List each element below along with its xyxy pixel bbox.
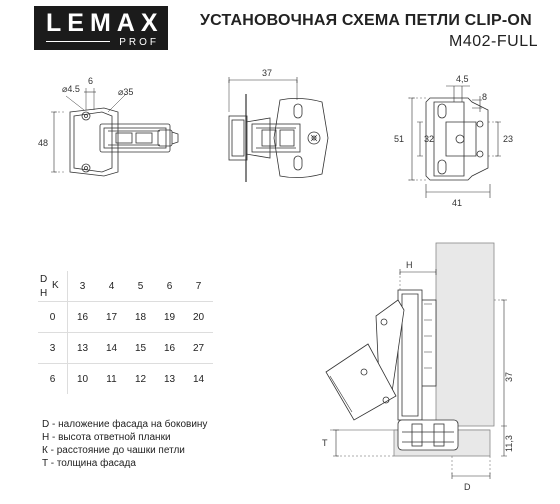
dim-slot-4-5: 4,5 — [456, 74, 469, 84]
table-cell: 11 — [106, 373, 117, 385]
table-cell: 16 — [67, 301, 97, 333]
dim-height-48: 48 — [38, 138, 48, 148]
hinge-top-view — [51, 88, 179, 177]
legend-item: T - толщина фасада — [42, 458, 136, 469]
column-header: 7 — [184, 271, 213, 302]
dim-overlay: D — [464, 482, 471, 492]
dim-11-3: 11,3 — [504, 435, 514, 452]
legend-item: H - высота ответной планки — [42, 432, 171, 443]
dim-plate-height: H — [406, 260, 413, 270]
dim-cup-diameter: ⌀35 — [118, 87, 133, 97]
dim-edge-offset: 6 — [88, 76, 93, 86]
table-cell: 17 — [97, 301, 126, 333]
hinge-plate-view — [228, 77, 329, 182]
table-cell: 20 — [184, 301, 213, 333]
page-title: УСТАНОВОЧНАЯ СХЕМА ПЕТЛИ CLIP-ON — [200, 12, 532, 29]
table-row: 3 13 14 15 16 27 — [38, 332, 213, 364]
column-header: 5 — [126, 271, 155, 302]
table-cell: 10 — [76, 373, 89, 385]
table-cell: 12 — [134, 373, 147, 385]
table-cell: 27 — [184, 332, 213, 364]
dim-depth-37: 37 — [262, 68, 272, 78]
table-corner-cell: D K H — [38, 271, 68, 302]
dim-offset-8: 8 — [482, 92, 487, 102]
dim-door-thickness: T — [322, 438, 328, 448]
corner-label-k: K — [52, 280, 59, 291]
dim-height-32: 32 — [424, 134, 434, 144]
overlay-table: D K H 3 4 5 6 7 0 16 17 18 19 20 3 13 14… — [38, 271, 213, 394]
legend-item: D - наложение фасада на боковину — [42, 419, 208, 430]
corner-label-d: D — [40, 274, 48, 285]
row-header: 6 — [38, 363, 68, 394]
table-cell: 14 — [192, 373, 205, 385]
brand-logo: LEMAX PROF — [34, 6, 168, 50]
dim-depth-37-section: 37 — [504, 372, 514, 382]
table-cell: 18 — [126, 301, 155, 333]
table-row: 0 16 17 18 19 20 — [38, 301, 213, 333]
dim-height-23: 23 — [503, 134, 513, 144]
row-header: 3 — [38, 332, 68, 364]
table-cell: 13 — [163, 373, 176, 385]
table-row: 6 10 11 12 13 14 — [38, 363, 213, 394]
dim-width-41: 41 — [452, 198, 462, 208]
corner-label-h: H — [40, 288, 48, 299]
row-header: 0 — [38, 301, 68, 333]
legend: D - наложение фасада на боковину H - выс… — [42, 418, 207, 470]
logo-divider — [46, 41, 110, 42]
brand-name: LEMAX — [46, 9, 164, 37]
installation-section — [325, 242, 507, 479]
model-code: M402-FULL — [449, 33, 538, 50]
brand-subline: PROF — [119, 37, 159, 48]
table-cell: 16 — [155, 332, 184, 364]
legend-item: К - расстояние до чашки петли — [42, 445, 185, 456]
dim-height-51: 51 — [394, 134, 404, 144]
table-cell: 14 — [97, 332, 126, 364]
column-header: 4 — [97, 271, 126, 302]
dim-hole-diameter: ⌀4.5 — [62, 84, 80, 94]
table-header-row: D K H 3 4 5 6 7 — [38, 271, 213, 302]
mounting-plate-view — [408, 85, 501, 198]
column-header: 3 — [67, 271, 97, 302]
column-header: 6 — [155, 271, 184, 302]
table-cell: 13 — [67, 332, 97, 364]
table-cell: 15 — [126, 332, 155, 364]
table-cell: 19 — [155, 301, 184, 333]
